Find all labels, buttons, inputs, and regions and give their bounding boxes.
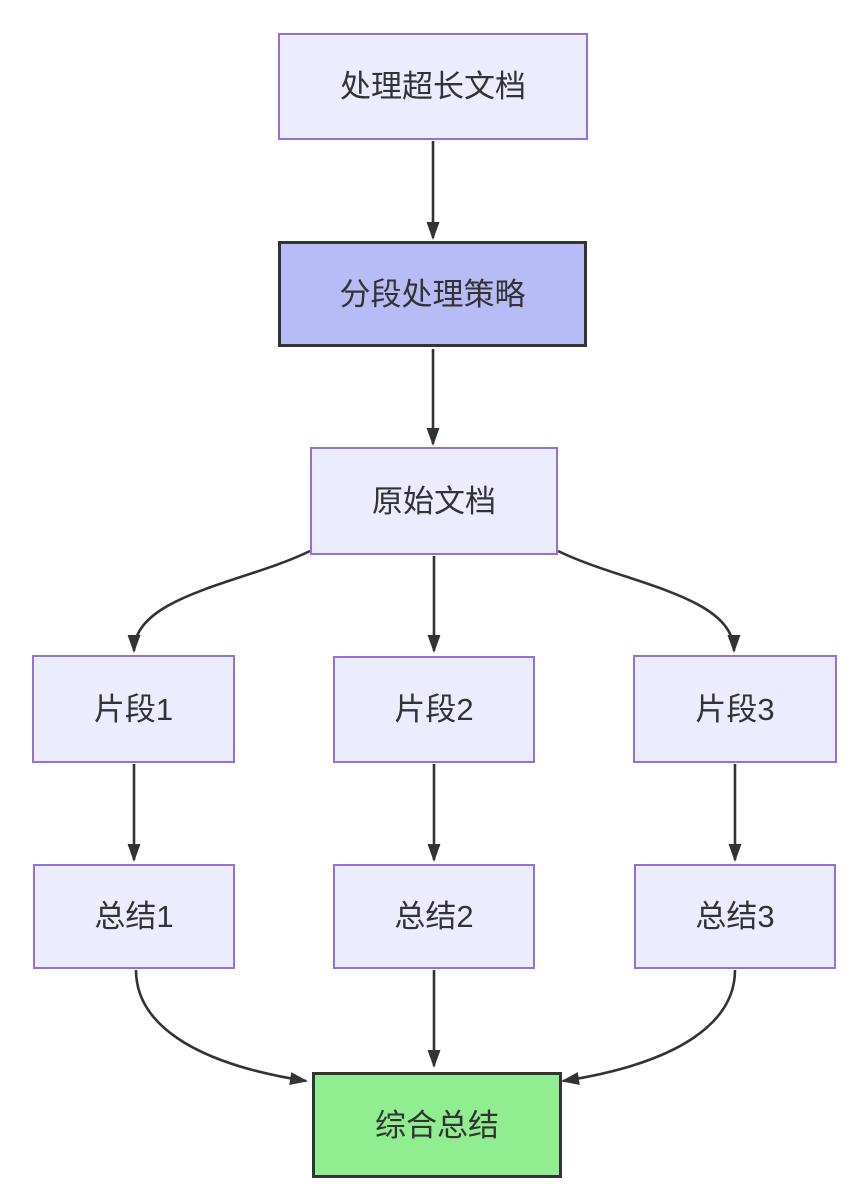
edge-c-d1 [127, 549, 311, 653]
node-fragment-3: 片段3 [633, 655, 837, 763]
edge-e3-f [561, 969, 737, 1085]
node-source-document: 原始文档 [310, 447, 558, 555]
edge-c-d3 [557, 549, 741, 653]
node-summary-2: 总结2 [333, 864, 535, 969]
node-fragment-1: 片段1 [32, 655, 235, 763]
node-summary-3: 总结3 [634, 864, 836, 969]
node-summary-1: 总结1 [33, 864, 235, 969]
node-process-long-document: 处理超长文档 [278, 33, 588, 140]
edge-e1-f [134, 969, 308, 1085]
node-segmentation-strategy: 分段处理策略 [278, 241, 587, 347]
node-fragment-2: 片段2 [333, 656, 535, 763]
node-final-summary: 综合总结 [312, 1072, 562, 1178]
